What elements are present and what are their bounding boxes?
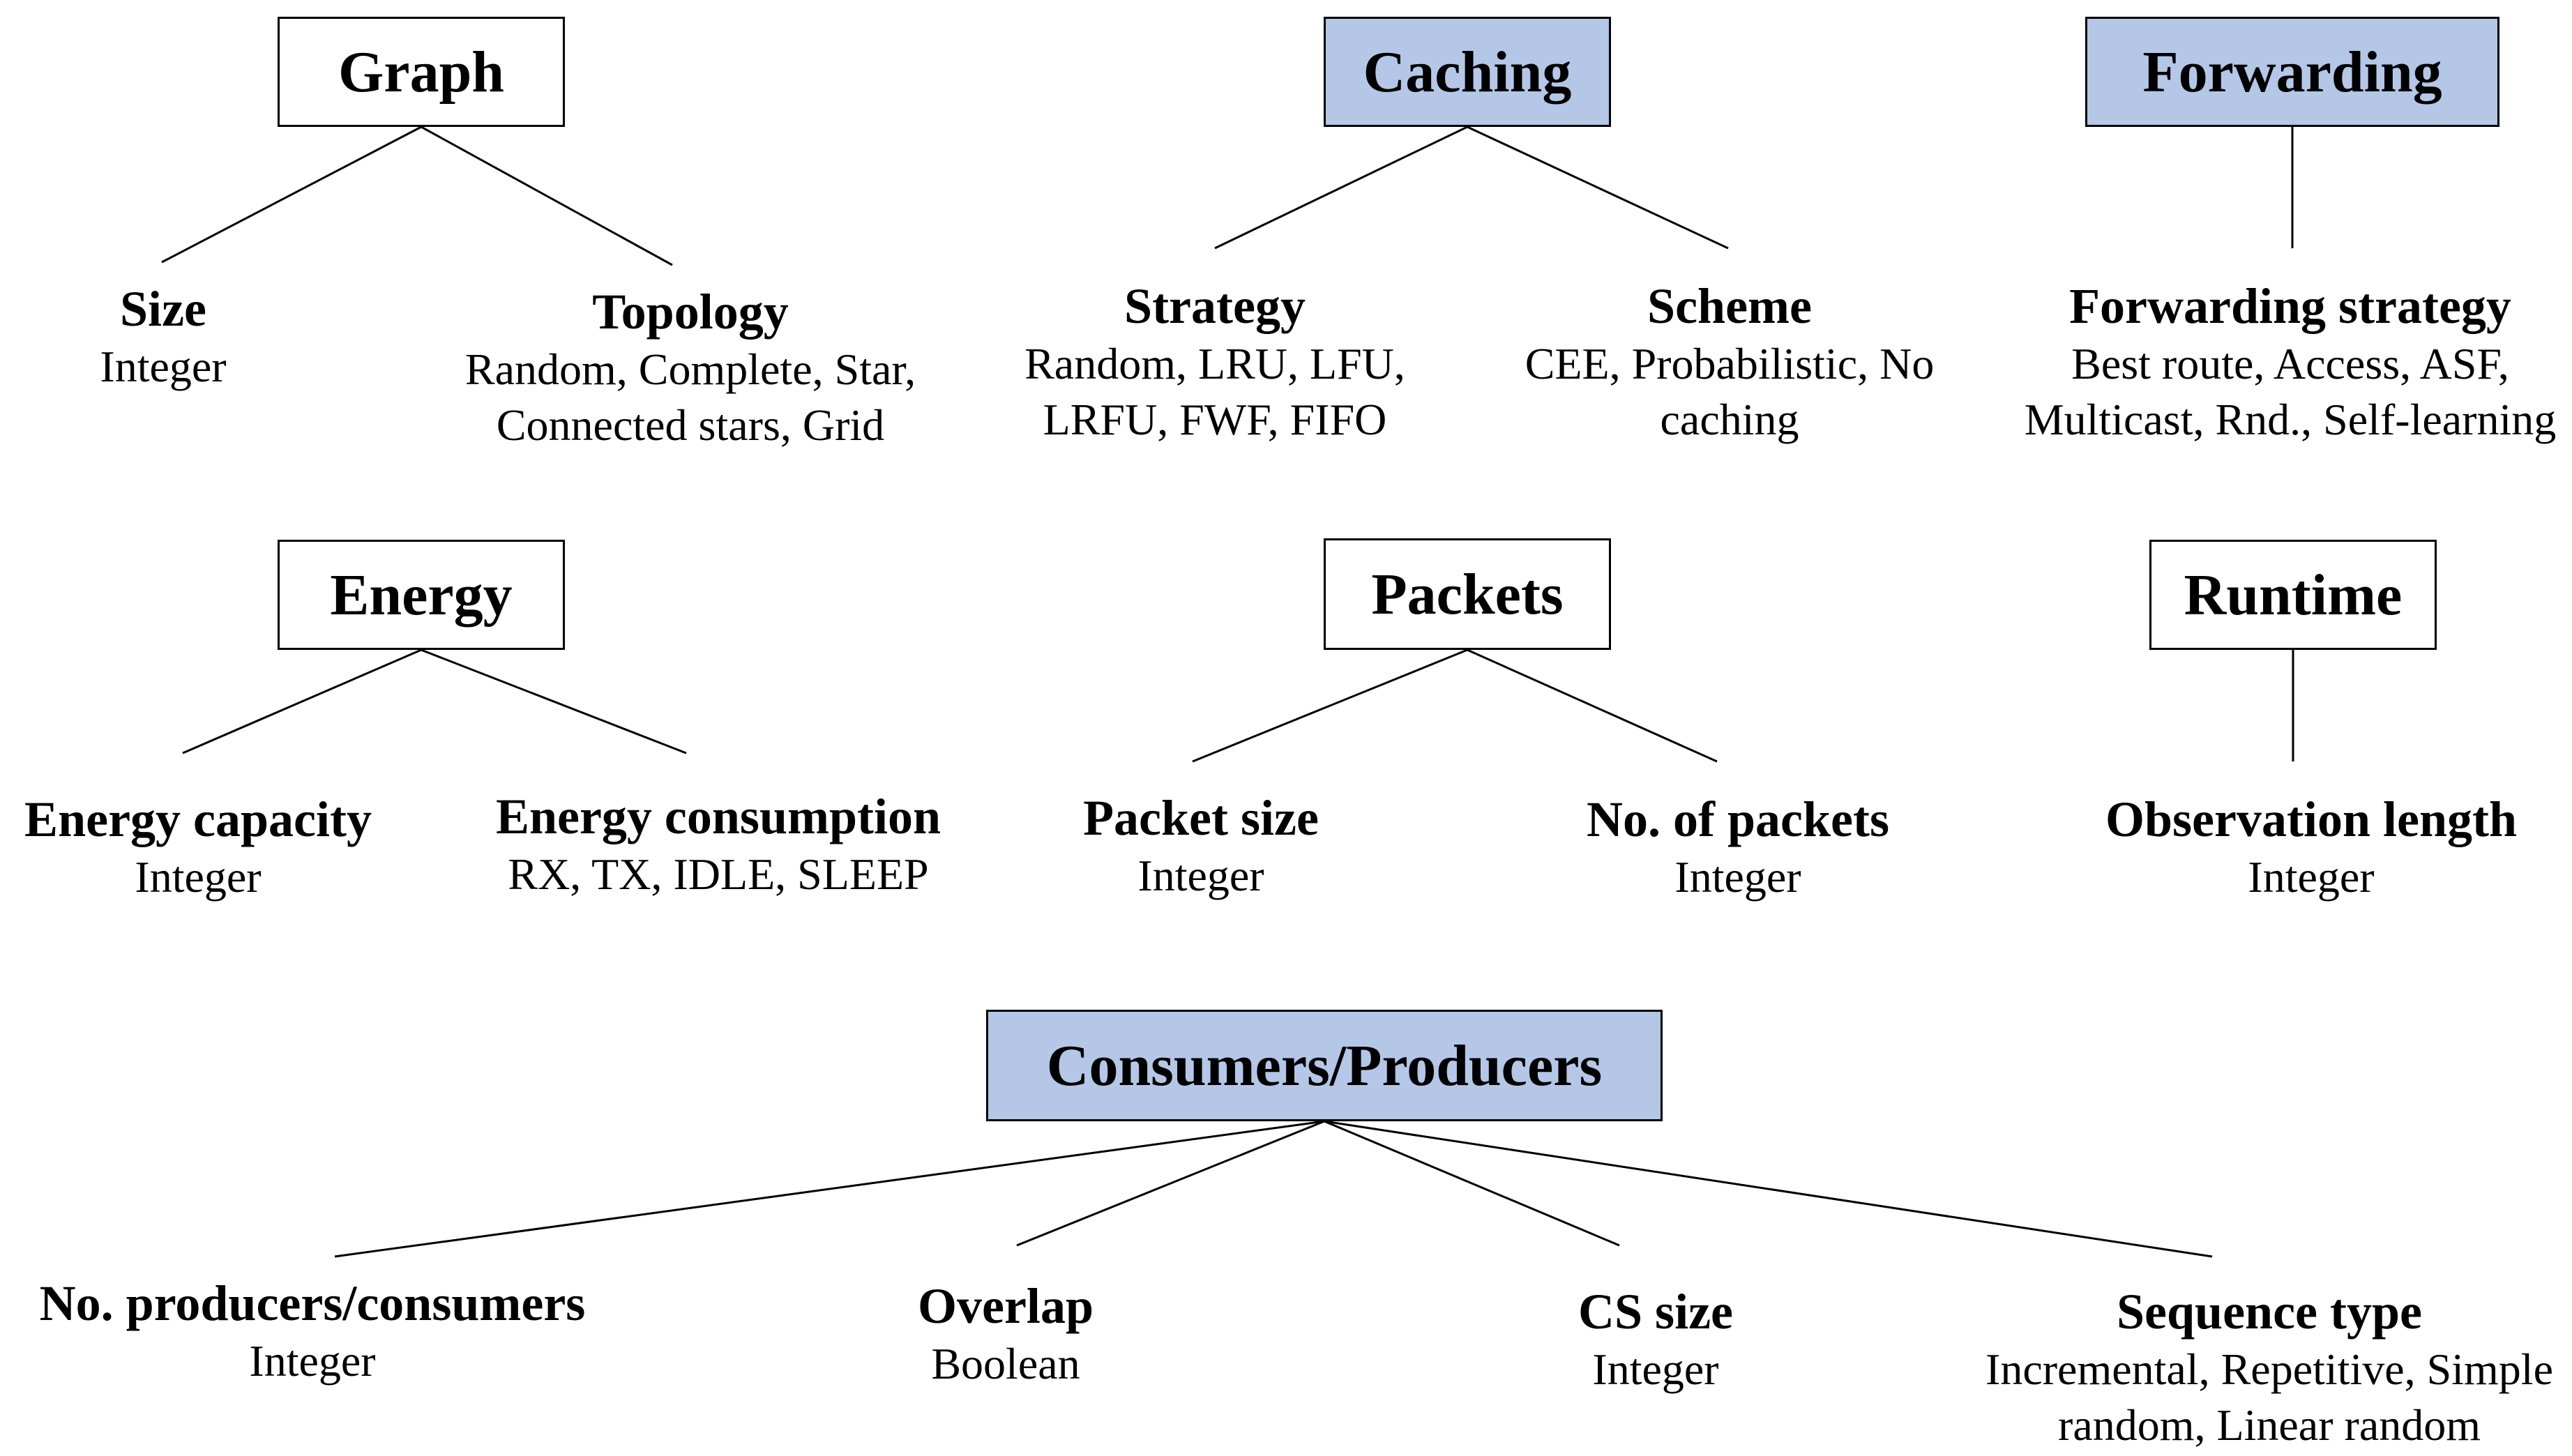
param-desc: Integer [1137,851,1264,900]
category-box-consumers-producers: Consumers/Producers [986,1010,1663,1121]
param-title: Size [120,281,206,337]
param-desc: Integer [100,342,227,391]
param-title: No. of packets [1587,791,1889,847]
param-desc: random, Linear random [2058,1400,2481,1450]
param-energy-consumption: Energy consumption RX, TX, IDLE, SLEEP [496,787,941,902]
category-label-consumers-producers: Consumers/Producers [1046,1033,1603,1098]
connector-line [1324,1120,2213,1258]
param-title: Packet size [1083,790,1319,846]
param-title: Sequence type [2117,1284,2422,1340]
category-label-caching: Caching [1363,39,1572,105]
connector-line [161,126,422,264]
category-label-forwarding: Forwarding [2142,39,2442,105]
category-label-graph: Graph [338,39,505,105]
param-observation-length: Observation length Integer [2105,789,2517,905]
category-box-caching: Caching [1324,17,1611,127]
param-title: Topology [592,284,789,340]
param-title: Overlap [918,1278,1094,1334]
param-desc: Integer [1674,852,1801,902]
param-strategy: Strategy Random, LRU, LFU, LRFU, FWF, FI… [1024,276,1405,448]
param-desc: Multicast, Rnd., Self-learning [2024,395,2557,444]
category-label-energy: Energy [330,562,513,628]
connector-line [421,649,687,754]
param-packet-size: Packet size Integer [1083,788,1319,904]
connector-line [1214,126,1468,250]
category-box-graph: Graph [278,17,565,127]
category-box-packets: Packets [1324,538,1611,650]
param-desc: Best route, Access, ASF, [2071,339,2509,388]
connector-line [1192,649,1468,763]
param-title: Energy capacity [24,791,372,847]
param-desc: Incremental, Repetitive, Simple [1985,1344,2553,1394]
param-title: Energy consumption [495,789,941,844]
connector-line [182,649,422,754]
connector-line [421,126,673,266]
param-no-producers-consumers: No. producers/consumers Integer [40,1273,586,1389]
param-desc: Boolean [931,1339,1080,1388]
param-scheme: Scheme CEE, Probabilistic, No caching [1525,276,1935,448]
param-title: Strategy [1124,278,1306,334]
param-topology: Topology Random, Complete, Star, Connect… [465,282,916,453]
param-desc: RX, TX, IDLE, SLEEP [508,849,929,899]
param-desc: caching [1660,395,1799,444]
param-no-of-packets: No. of packets Integer [1587,789,1889,905]
param-size: Size Integer [100,279,226,395]
category-box-forwarding: Forwarding [2085,17,2499,127]
connector-line [1467,126,1729,250]
connector-line [334,1120,1325,1258]
param-desc: LRFU, FWF, FIFO [1043,395,1387,444]
param-forwarding-strategy: Forwarding strategy Best route, Access, … [2025,276,2557,448]
param-overlap: Overlap Boolean [918,1276,1094,1392]
param-desc: CEE, Probabilistic, No [1525,339,1935,388]
param-desc: Random, LRU, LFU, [1024,339,1405,388]
connector-line [1016,1120,1325,1247]
param-title: Forwarding strategy [2069,278,2511,334]
param-title: CS size [1578,1284,1733,1340]
param-desc: Random, Complete, Star, [464,344,916,394]
connector-line [1467,649,1718,763]
param-sequence-type: Sequence type Incremental, Repetitive, S… [1985,1282,2553,1453]
category-box-runtime: Runtime [2149,540,2437,650]
category-box-energy: Energy [278,540,565,650]
param-desc: Integer [2248,852,2375,902]
param-title: Scheme [1647,278,1812,334]
param-title: Observation length [2105,791,2518,847]
category-label-runtime: Runtime [2184,562,2403,628]
param-desc: Integer [1592,1344,1719,1394]
param-title: No. producers/consumers [39,1275,586,1331]
param-desc: Integer [249,1336,376,1386]
param-desc: Connected stars, Grid [496,400,885,450]
param-cs-size: CS size Integer [1578,1282,1733,1397]
param-energy-capacity: Energy capacity Integer [24,789,372,905]
connector-line [1324,1120,1620,1247]
category-label-packets: Packets [1371,561,1564,627]
param-desc: Integer [135,852,262,902]
